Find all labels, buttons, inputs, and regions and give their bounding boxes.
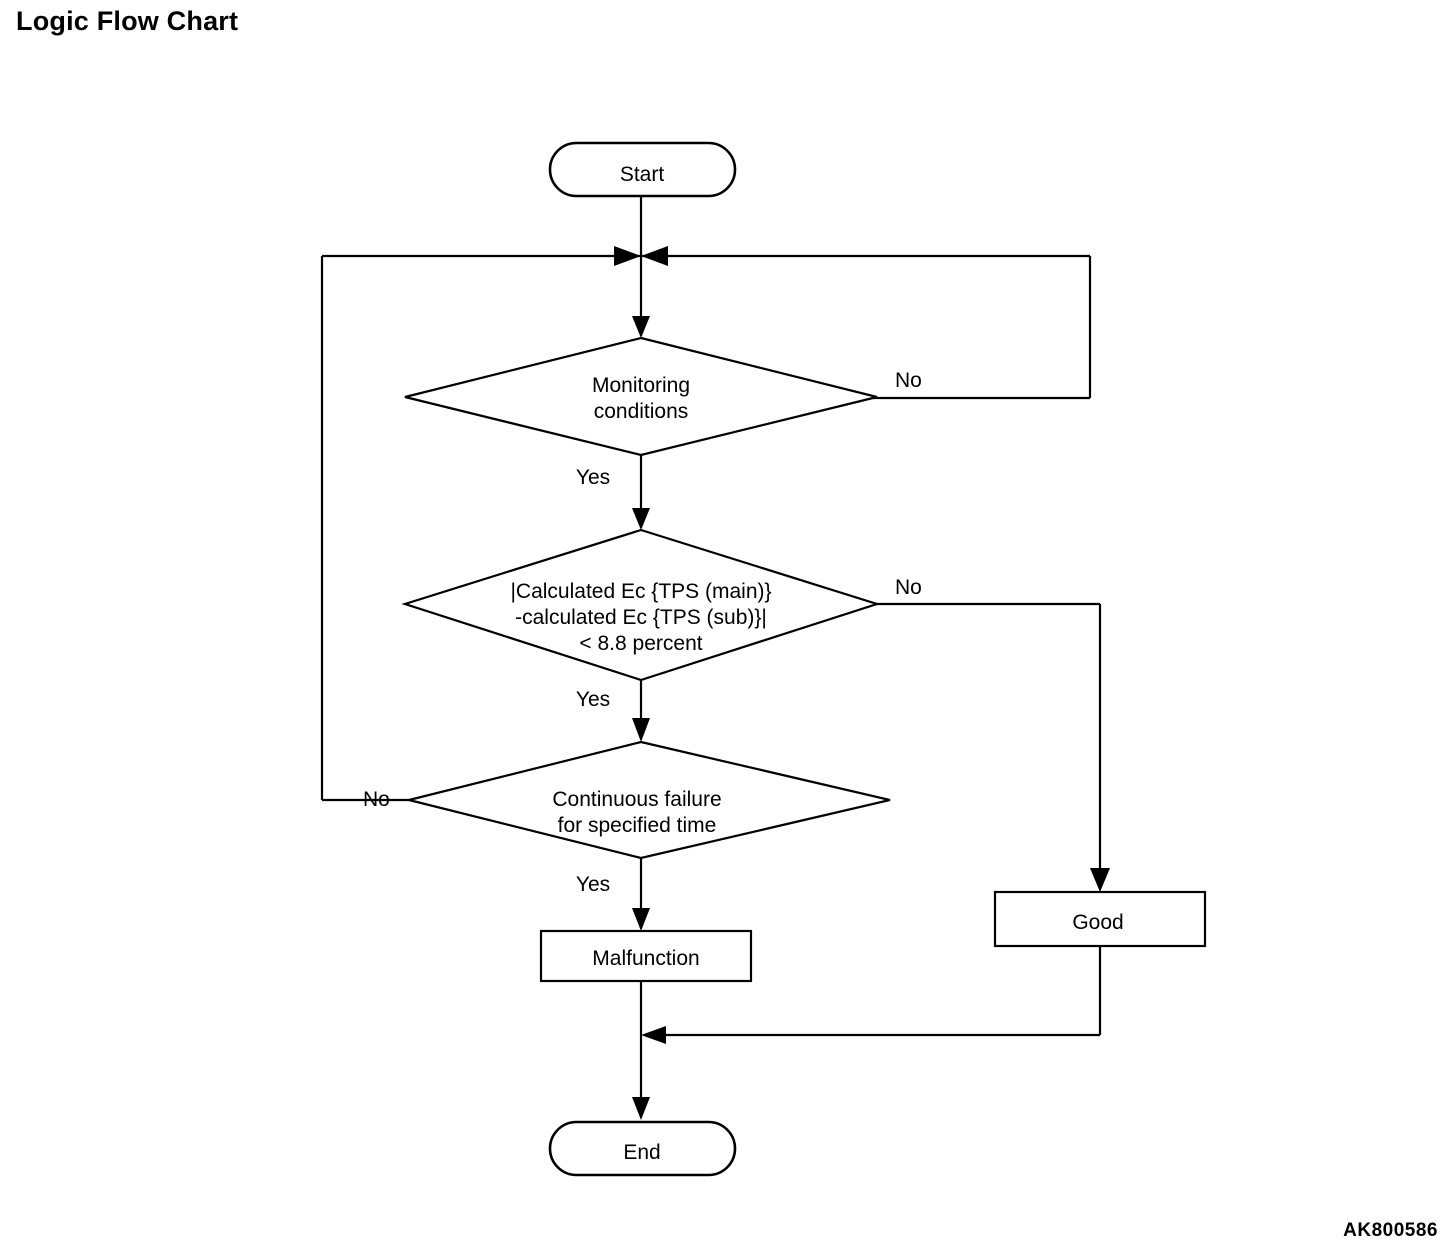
node-good-label: Good: [1072, 911, 1123, 934]
branch-label-decision1-no: No: [895, 369, 922, 392]
branch-label-decision1-yes: Yes: [576, 466, 610, 489]
arrowhead-into-end: [632, 1097, 650, 1120]
figure-code: AK800586: [1343, 1220, 1438, 1241]
page-title: Logic Flow Chart: [16, 6, 239, 36]
arrowhead-loop-left-into-trunk: [614, 246, 641, 266]
node-good[interactable]: Good: [993, 890, 1207, 948]
node-decision3-label-line2: for specified time: [558, 814, 717, 837]
node-decision-continuous-failure[interactable]: Continuous failure for specified time: [408, 740, 891, 860]
arrowhead-into-decision2: [632, 508, 650, 530]
arrowhead-into-decision3: [632, 718, 650, 742]
node-malfunction[interactable]: Malfunction: [539, 929, 753, 983]
node-decision2-label-line2: -calculated Ec {TPS (sub)}|: [515, 606, 767, 629]
node-decision1-label-line1: Monitoring: [592, 374, 690, 397]
arrowhead-into-decision1: [632, 316, 650, 338]
node-decision3-label-line1: Continuous failure: [552, 788, 721, 811]
node-end-label: End: [623, 1141, 660, 1164]
node-decision-monitoring-conditions[interactable]: Monitoring conditions: [404, 336, 878, 457]
node-decision1-label-line2: conditions: [594, 400, 689, 423]
node-decision2-label-line3: < 8.8 percent: [579, 632, 702, 655]
arrowhead-good-merge-into-trunk: [641, 1026, 666, 1044]
branch-label-decision2-no: No: [895, 576, 922, 599]
branch-label-decision2-yes: Yes: [576, 688, 610, 711]
branch-label-decision3-yes: Yes: [576, 873, 610, 896]
arrowhead-into-good: [1090, 868, 1110, 892]
node-end[interactable]: End: [548, 1120, 737, 1177]
arrowhead-loop-right-into-trunk: [641, 246, 668, 266]
node-malfunction-label: Malfunction: [592, 947, 699, 970]
node-decision-calculated-ec[interactable]: |Calculated Ec {TPS (main)} -calculated …: [401, 528, 881, 682]
node-start[interactable]: Start: [548, 141, 737, 198]
node-start-label: Start: [620, 163, 665, 186]
node-decision2-label-line1: |Calculated Ec {TPS (main)}: [510, 580, 771, 603]
arrowhead-into-malfunction: [632, 908, 650, 931]
branch-label-decision3-no: No: [363, 788, 390, 811]
